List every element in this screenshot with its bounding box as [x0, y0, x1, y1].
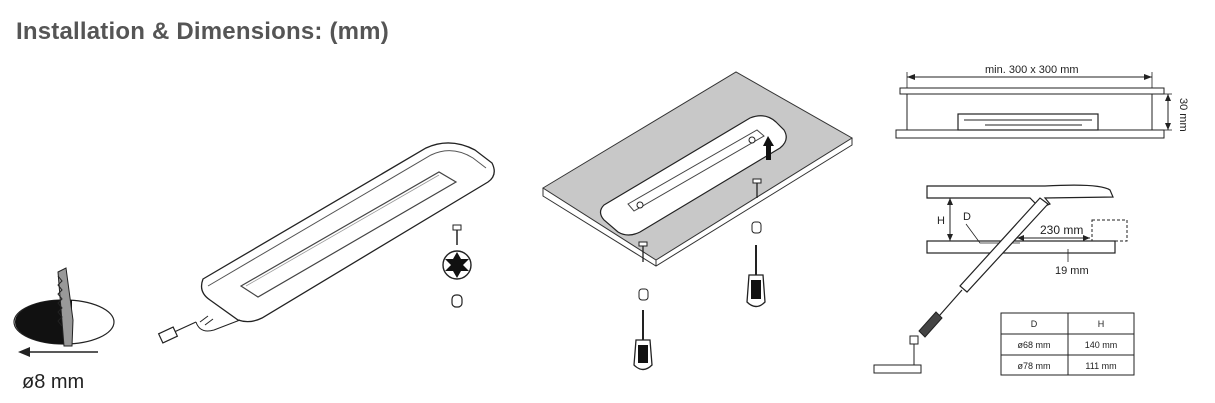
table-cell: 111 mm	[1085, 361, 1116, 371]
distance-label: 230 mm	[1040, 223, 1083, 237]
hole-diameter-label: ø8 mm	[22, 371, 84, 393]
ceiling-mount-illustration	[542, 71, 853, 267]
page-title: Installation & Dimensions: (mm)	[16, 18, 389, 45]
table-cell: ø68 mm	[1017, 340, 1050, 350]
height-label: H	[937, 215, 945, 227]
anchor-icon	[638, 288, 649, 301]
mounted-fixture	[957, 113, 1099, 131]
table-header-h: H	[1098, 319, 1105, 329]
side-installation-view: H D 230 mm 19 mm	[873, 184, 1128, 374]
anchor-icon	[451, 294, 463, 308]
screw-and-torx-icons	[442, 224, 472, 308]
cutout-dimension-view: min. 300 x 300 mm 30 mm	[895, 64, 1189, 139]
connector-plug	[157, 326, 179, 344]
table-cell: ø78 mm	[1017, 361, 1050, 371]
obstacle-outline	[1091, 219, 1128, 242]
driver-box	[873, 364, 922, 374]
depth-label: 19 mm	[1055, 265, 1089, 277]
table-cell: 140 mm	[1085, 340, 1118, 350]
drill-hole-illustration: ø8 mm	[13, 267, 115, 393]
dimension-table: D H ø68 mm 140 mm ø78 mm 111 mm	[1000, 312, 1135, 376]
screwdriver-set	[633, 178, 766, 371]
diameter-label: D	[963, 211, 971, 223]
table-header-d: D	[1031, 319, 1038, 329]
panel-light-fixture	[157, 142, 495, 344]
min-area-label: min. 300 x 300 mm	[985, 64, 1079, 76]
up-arrow-icon	[766, 142, 771, 160]
thickness-label: 30 mm	[1177, 98, 1189, 132]
anchor-icon	[751, 221, 762, 234]
tilted-fixture	[959, 197, 1049, 293]
